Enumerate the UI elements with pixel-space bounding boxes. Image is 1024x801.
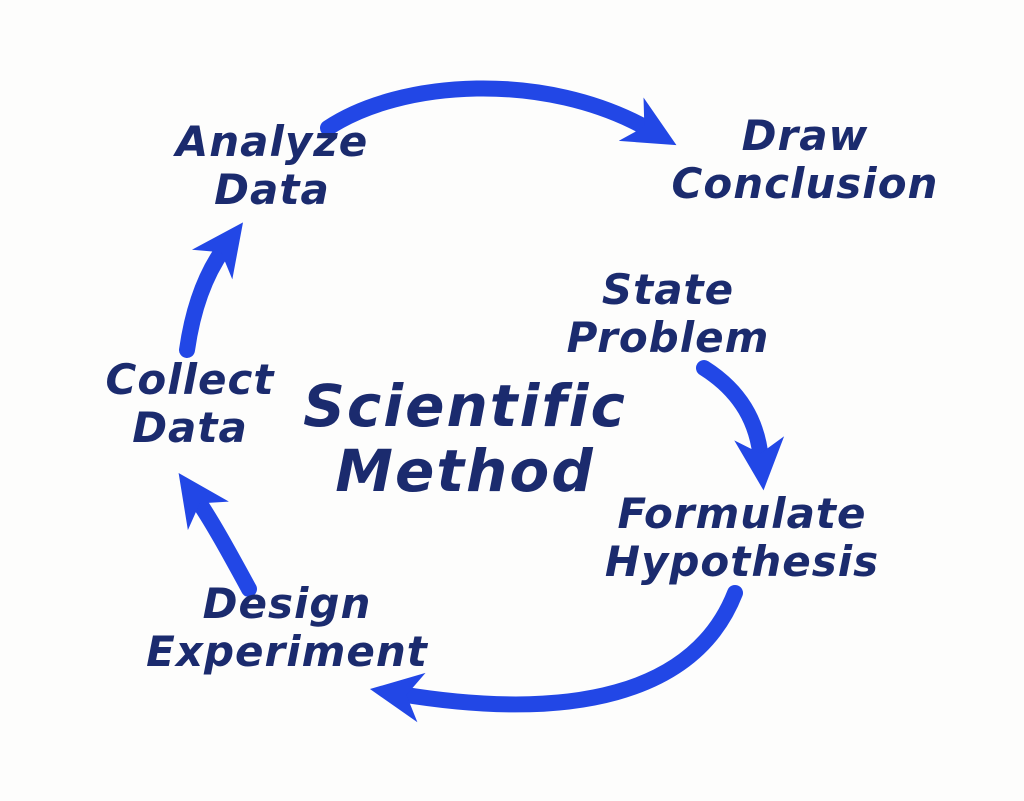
node-collect-data-line1: Collect [105, 355, 275, 404]
node-formulate-hypothesis: Formulate Hypothesis [605, 490, 879, 586]
node-analyze-data: Analyze Data [176, 118, 368, 214]
node-design-experiment-line1: Design [202, 579, 372, 628]
node-collect-data: Collect Data [106, 356, 275, 452]
arrow-design-experiment-to-collect-data [178, 472, 257, 597]
node-draw-conclusion-line2: Conclusion [671, 158, 939, 208]
node-collect-data-line2: Data [132, 402, 248, 452]
diagram-title: Scientific Method [303, 374, 627, 504]
node-state-problem-line2: Problem [566, 312, 770, 362]
node-formulate-hypothesis-line2: Hypothesis [604, 536, 880, 586]
node-analyze-data-line1: Analyze [175, 117, 369, 166]
diagram-title-line1: Scientific [303, 372, 627, 440]
arrow-state-problem-to-formulate-hypothesis [696, 360, 785, 491]
node-draw-conclusion-line1: Draw [741, 111, 869, 160]
node-formulate-hypothesis-line1: Formulate [617, 489, 867, 538]
node-design-experiment: Design Experiment [146, 580, 428, 676]
arrow-analyze-data-to-draw-conclusion [320, 80, 677, 146]
node-analyze-data-line2: Data [214, 164, 330, 214]
node-state-problem: State Problem [567, 266, 770, 362]
node-state-problem-line1: State [601, 265, 735, 314]
arrow-formulate-hypothesis-to-design-experiment [369, 585, 743, 723]
node-draw-conclusion: Draw Conclusion [672, 112, 939, 208]
arrow-collect-data-to-analyze-data [179, 222, 244, 358]
diagram-title-line2: Method [335, 436, 595, 505]
node-design-experiment-line2: Experiment [146, 626, 428, 676]
